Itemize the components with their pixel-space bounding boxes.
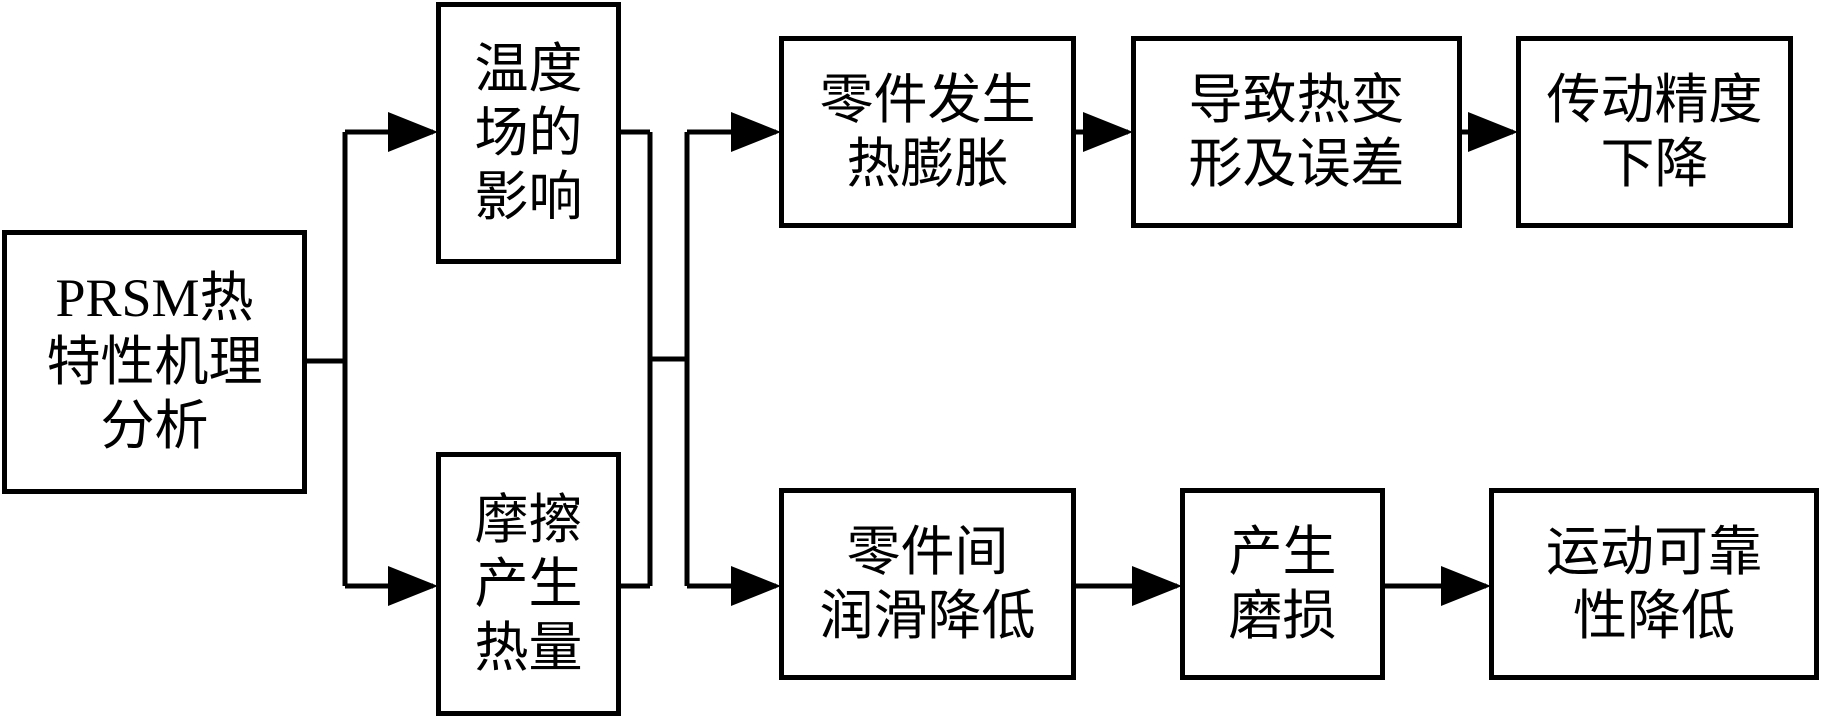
node-reliability-line-2: 性降低 (1573, 584, 1735, 647)
node-friction: 摩擦 产生 热量 (436, 452, 621, 716)
node-wear: 产生 磨损 (1180, 488, 1385, 680)
node-reliability-line-1: 运动可靠 (1546, 520, 1762, 583)
node-friction-line-2: 产生 (474, 552, 583, 615)
node-lubrication-line-2: 润滑降低 (819, 584, 1036, 647)
node-friction-line-1: 摩擦 (474, 488, 583, 551)
node-deformation-line-1: 导致热变 (1188, 68, 1405, 131)
node-lubrication: 零件间 润滑降低 (779, 488, 1076, 680)
node-deformation: 导致热变 形及误差 (1131, 36, 1462, 228)
node-root-line-1: PRSM热 (55, 268, 254, 328)
node-expansion-line-1: 零件发生 (819, 68, 1036, 131)
node-root-line-2: 特性机理 (46, 330, 263, 393)
node-lubrication-line-1: 零件间 (846, 520, 1009, 583)
node-precision-line-2: 下降 (1600, 132, 1709, 195)
node-root: PRSM热 特性机理 分析 (2, 230, 307, 494)
node-temperature-line-3: 影响 (474, 165, 583, 228)
node-temperature-line-2: 场的 (474, 101, 583, 164)
node-friction-line-3: 热量 (474, 616, 583, 679)
node-root-line-3: 分析 (100, 394, 209, 457)
node-temperature-line-1: 温度 (474, 37, 583, 100)
node-expansion: 零件发生 热膨胀 (779, 36, 1076, 228)
node-precision-line-1: 传动精度 (1546, 68, 1763, 131)
node-precision: 传动精度 下降 (1516, 36, 1793, 228)
node-reliability: 运动可靠 性降低 (1489, 488, 1819, 680)
node-temperature: 温度 场的 影响 (436, 2, 621, 264)
node-deformation-line-2: 形及误差 (1188, 132, 1405, 195)
node-wear-line-1: 产生 (1228, 520, 1337, 583)
node-expansion-line-2: 热膨胀 (846, 132, 1009, 195)
node-wear-line-2: 磨损 (1228, 584, 1337, 647)
